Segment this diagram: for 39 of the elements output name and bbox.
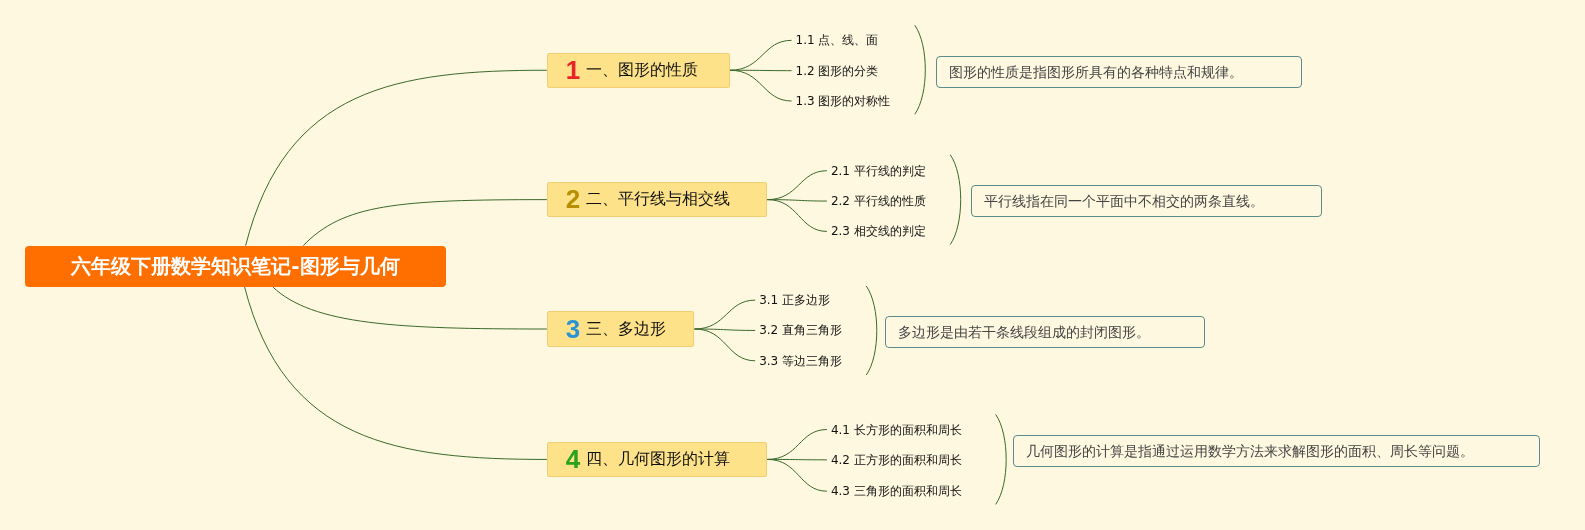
topic-box bbox=[546, 441, 768, 478]
topic-label: 四、几何图形的计算 bbox=[586, 448, 731, 470]
summary-box: 多边形是由若干条线段组成的封闭图形。 bbox=[885, 316, 1205, 349]
subtopic-label: 4.3 三角形的面积和周长 bbox=[830, 483, 962, 500]
subtopic-label: 1.1 点、线、面 bbox=[795, 32, 879, 49]
subtopic-label: 3.3 等边三角形 bbox=[759, 352, 843, 369]
topic-number: 4 bbox=[565, 443, 581, 475]
connector-line bbox=[766, 458, 828, 492]
connector-line bbox=[693, 328, 756, 362]
subtopic-label: 3.1 正多边形 bbox=[759, 292, 831, 309]
subtopic-label: 4.2 正方形的面积和周长 bbox=[830, 451, 962, 468]
summary-box: 平行线指在同一个平面中不相交的两条直线。 bbox=[971, 184, 1323, 217]
connector-line bbox=[729, 69, 793, 102]
connector-line bbox=[766, 199, 828, 232]
connector-line bbox=[272, 286, 548, 330]
connector-line bbox=[302, 199, 548, 247]
root-topic-label: 六年级下册数学知识笔记-图形与几何 bbox=[71, 252, 400, 280]
topic-label: 三、多边形 bbox=[586, 318, 667, 340]
connector-line bbox=[245, 69, 548, 247]
subtopic-label: 2.3 相交线的判定 bbox=[830, 223, 926, 240]
root-topic-box bbox=[25, 245, 446, 288]
connector-line bbox=[729, 39, 793, 71]
subtopic-label: 1.3 图形的对称性 bbox=[795, 93, 891, 109]
topic-label: 一、图形的性质 bbox=[586, 59, 699, 81]
subtopic-label: 4.1 长方形的面积和周长 bbox=[830, 421, 962, 438]
topic-box bbox=[546, 181, 768, 218]
topic-number: 1 bbox=[565, 54, 581, 86]
subtopic-label: 2.2 平行线的性质 bbox=[830, 193, 926, 210]
subtopic-label: 2.1 平行线的判定 bbox=[830, 162, 926, 179]
topic-number: 3 bbox=[565, 313, 581, 345]
summary-box: 几何图形的计算是指通过运用数学方法来求解图形的面积、周长等问题。 bbox=[1012, 434, 1540, 467]
subtopic-label: 3.2 直角三角形 bbox=[759, 322, 843, 339]
topic-label: 二、平行线与相交线 bbox=[586, 189, 731, 211]
summary-box: 图形的性质是指图形所具有的各种特点和规律。 bbox=[936, 55, 1302, 88]
topic-box bbox=[546, 52, 730, 88]
topic-number: 2 bbox=[565, 184, 581, 216]
topic-box bbox=[546, 311, 695, 347]
connector-line bbox=[244, 286, 548, 460]
subtopic-label: 1.2 图形的分类 bbox=[795, 62, 879, 79]
